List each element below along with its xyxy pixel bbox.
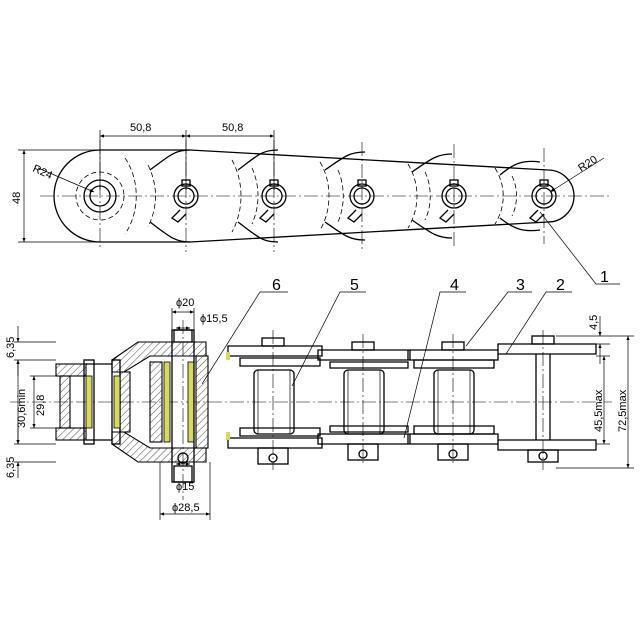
pitch-label-1: 50,8: [130, 122, 151, 134]
callout-3: 3: [516, 277, 525, 294]
plate-edges: [189, 149, 575, 243]
side-view: 50,8 50,8 48 R24 R20 1: [11, 122, 620, 286]
pitch-label-2: 50,8: [222, 122, 243, 134]
callout-leaders: [201, 291, 572, 439]
dim-30-6: 30,6min: [16, 389, 28, 428]
height-label: 48: [11, 192, 23, 204]
plan-view: 6,35 30,6min 29,8 6,35 ϕ20 ϕ15,5 ϕ15 ϕ28…: [5, 277, 634, 520]
right-dimensions: [556, 316, 634, 469]
r24-label: R24: [31, 163, 54, 182]
dim-29-8: 29,8: [35, 395, 47, 416]
callout-6: 6: [272, 277, 281, 294]
r24-leader: [37, 167, 95, 193]
callout-2: 2: [556, 277, 565, 294]
link-profiles: [149, 149, 541, 243]
dim-6-35-top: 6,35: [5, 337, 17, 358]
sectioned-end-link: [55, 320, 209, 500]
end-plate-outline: [53, 149, 190, 243]
callout-4: 4: [450, 277, 459, 294]
r20-leader: [549, 157, 605, 193]
dim-6-35-bottom: 6,35: [5, 457, 17, 478]
dim-72-5: 72,5max: [617, 389, 629, 432]
callout-1-leader: [539, 211, 620, 285]
callout-1: 1: [600, 269, 609, 286]
dim-4-5: 4,5: [588, 315, 600, 330]
callout-5: 5: [350, 277, 359, 294]
dim-phi-28-5: ϕ28,5: [172, 502, 200, 514]
left-dimensions: [14, 326, 56, 478]
hidden-arcs: [124, 157, 517, 235]
pitch-dimensions: [99, 130, 275, 190]
dim-45-5: 45,5max: [593, 389, 605, 432]
dim-phi-15-5: ϕ15,5: [200, 313, 228, 325]
dim-phi-15: ϕ15: [176, 481, 194, 493]
r20-label: R20: [576, 154, 599, 175]
pin-dimensions: [159, 308, 211, 520]
height-dimension: [18, 149, 100, 243]
chain-links: [226, 330, 597, 470]
dim-phi-20: ϕ20: [176, 297, 194, 309]
pin-group: [170, 179, 557, 223]
